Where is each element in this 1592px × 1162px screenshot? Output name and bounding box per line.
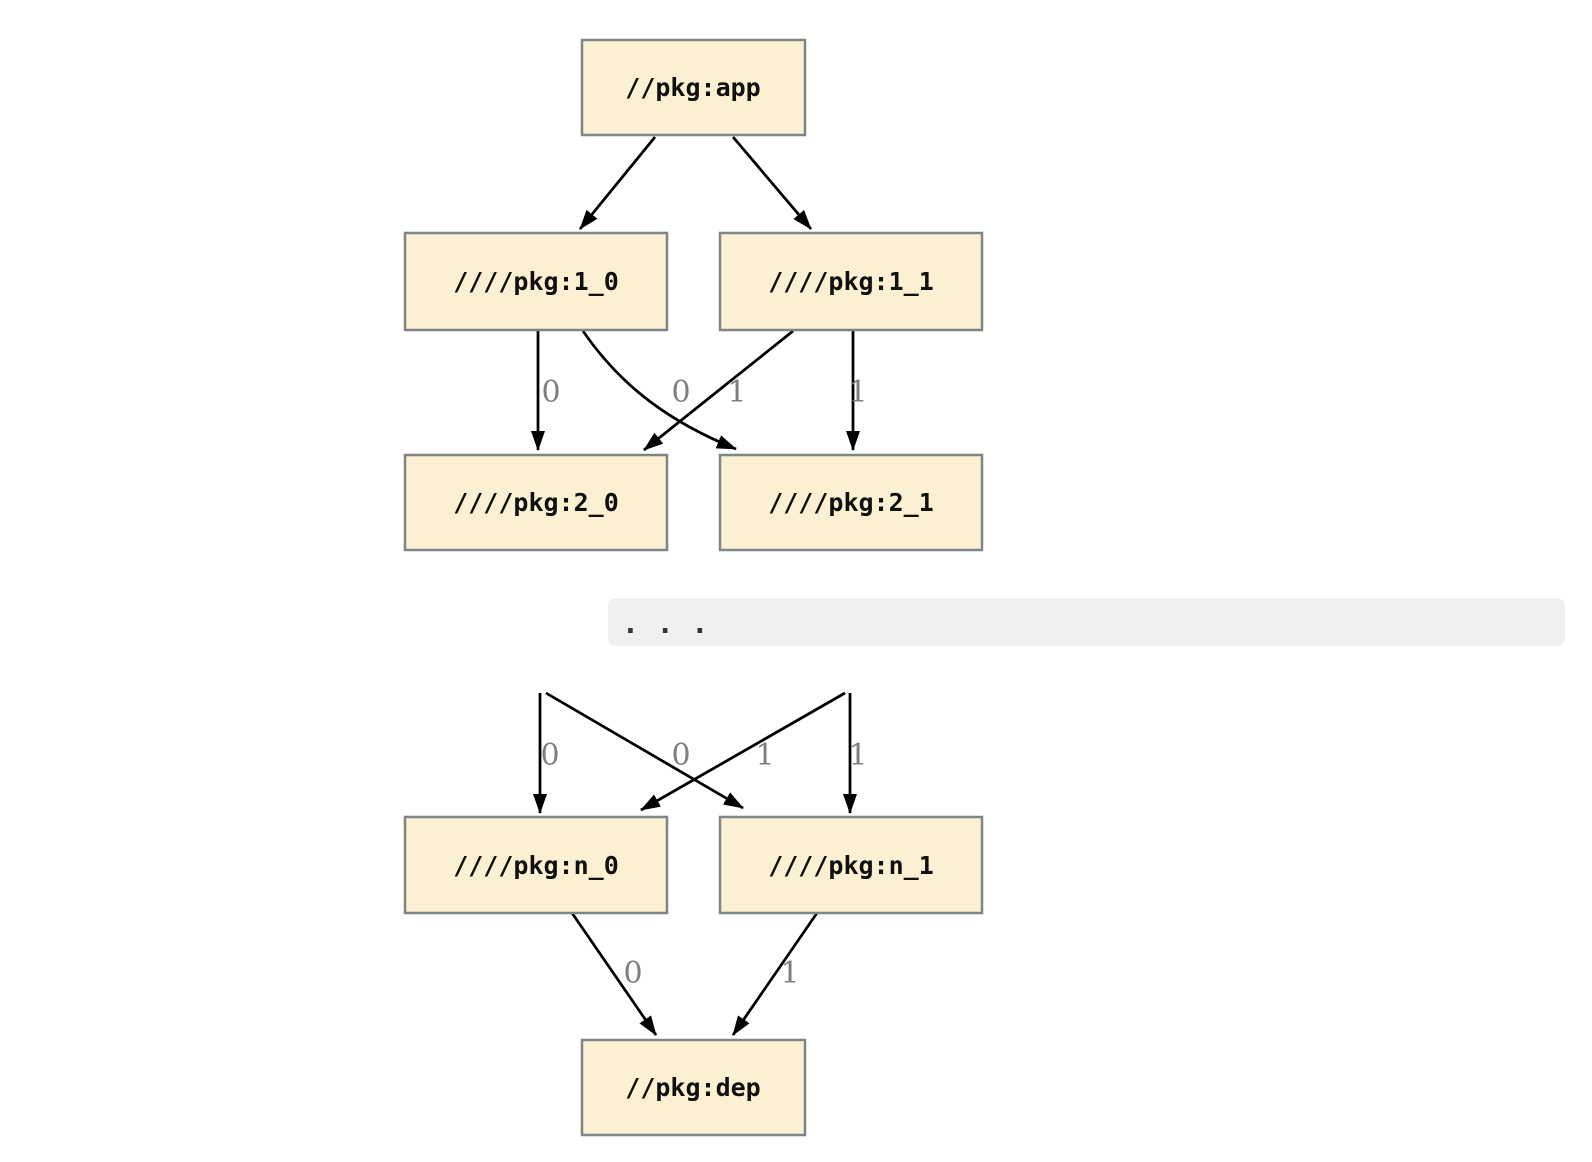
node-pkg-dep: //pkg:dep <box>580 1038 807 1137</box>
node-box <box>718 453 984 552</box>
edge-label: 0 <box>540 738 559 773</box>
edge-n_0-to-dep <box>570 912 658 1036</box>
node-label: ////pkg:n_1 <box>768 851 934 880</box>
edge-label: 0 <box>623 956 642 991</box>
node-label: //pkg:app <box>625 73 760 102</box>
node-label: ////pkg:1_0 <box>453 267 619 296</box>
edge-label: 1 <box>848 375 867 410</box>
node-box <box>580 38 807 137</box>
edge-1_0-to-2_1 <box>581 330 737 451</box>
edge-label: 1 <box>780 956 799 991</box>
node-box <box>718 231 984 332</box>
node-pkg-n_0: ////pkg:n_0 <box>403 815 669 915</box>
edge-n_1-to-dep <box>731 912 819 1036</box>
node-pkg-2_1: ////pkg:2_1 <box>718 453 984 552</box>
node-box <box>718 815 984 915</box>
edge-label: 0 <box>671 375 690 410</box>
edge-elided-to-n_1-cross <box>545 691 744 810</box>
edge-app-to-1_0 <box>578 136 657 230</box>
node-label: ////pkg:2_0 <box>453 488 619 517</box>
node-box <box>580 1038 807 1137</box>
node-pkg-n_1: ////pkg:n_1 <box>718 815 984 915</box>
node-pkg-2_0: ////pkg:2_0 <box>403 453 669 552</box>
edge-label: 1 <box>755 738 774 773</box>
node-box <box>403 231 669 332</box>
edge-1_1-to-2_0 <box>643 329 794 452</box>
node-label: //pkg:dep <box>625 1073 760 1102</box>
node-pkg-1_1: ////pkg:1_1 <box>718 231 984 332</box>
node-pkg-1_0: ////pkg:1_0 <box>403 231 669 332</box>
ellipsis-band: . . . <box>608 598 1565 646</box>
node-label: ////pkg:2_1 <box>768 488 934 517</box>
node-box <box>403 815 669 915</box>
ellipsis-text: . . . <box>622 607 709 640</box>
upper-dependency-graph: 0 0 1 1 //pkg:app ////pkg:1_0 ////pkg:1_… <box>403 38 984 552</box>
edge-label: 0 <box>541 375 560 410</box>
edge-label: 1 <box>848 738 867 773</box>
edge-app-to-1_1 <box>731 136 813 230</box>
edge-label: 1 <box>727 375 746 410</box>
node-app: //pkg:app <box>580 38 807 137</box>
node-label: ////pkg:n_0 <box>453 851 619 880</box>
node-box <box>403 453 669 552</box>
lower-dependency-graph: 0 0 1 1 0 1 ////pkg:n_0 ////pkg:n_1 //pk… <box>403 691 984 1137</box>
edge-label: 0 <box>671 738 690 773</box>
node-label: ////pkg:1_1 <box>768 267 934 296</box>
edge-elided-to-n_0-cross <box>640 691 846 812</box>
